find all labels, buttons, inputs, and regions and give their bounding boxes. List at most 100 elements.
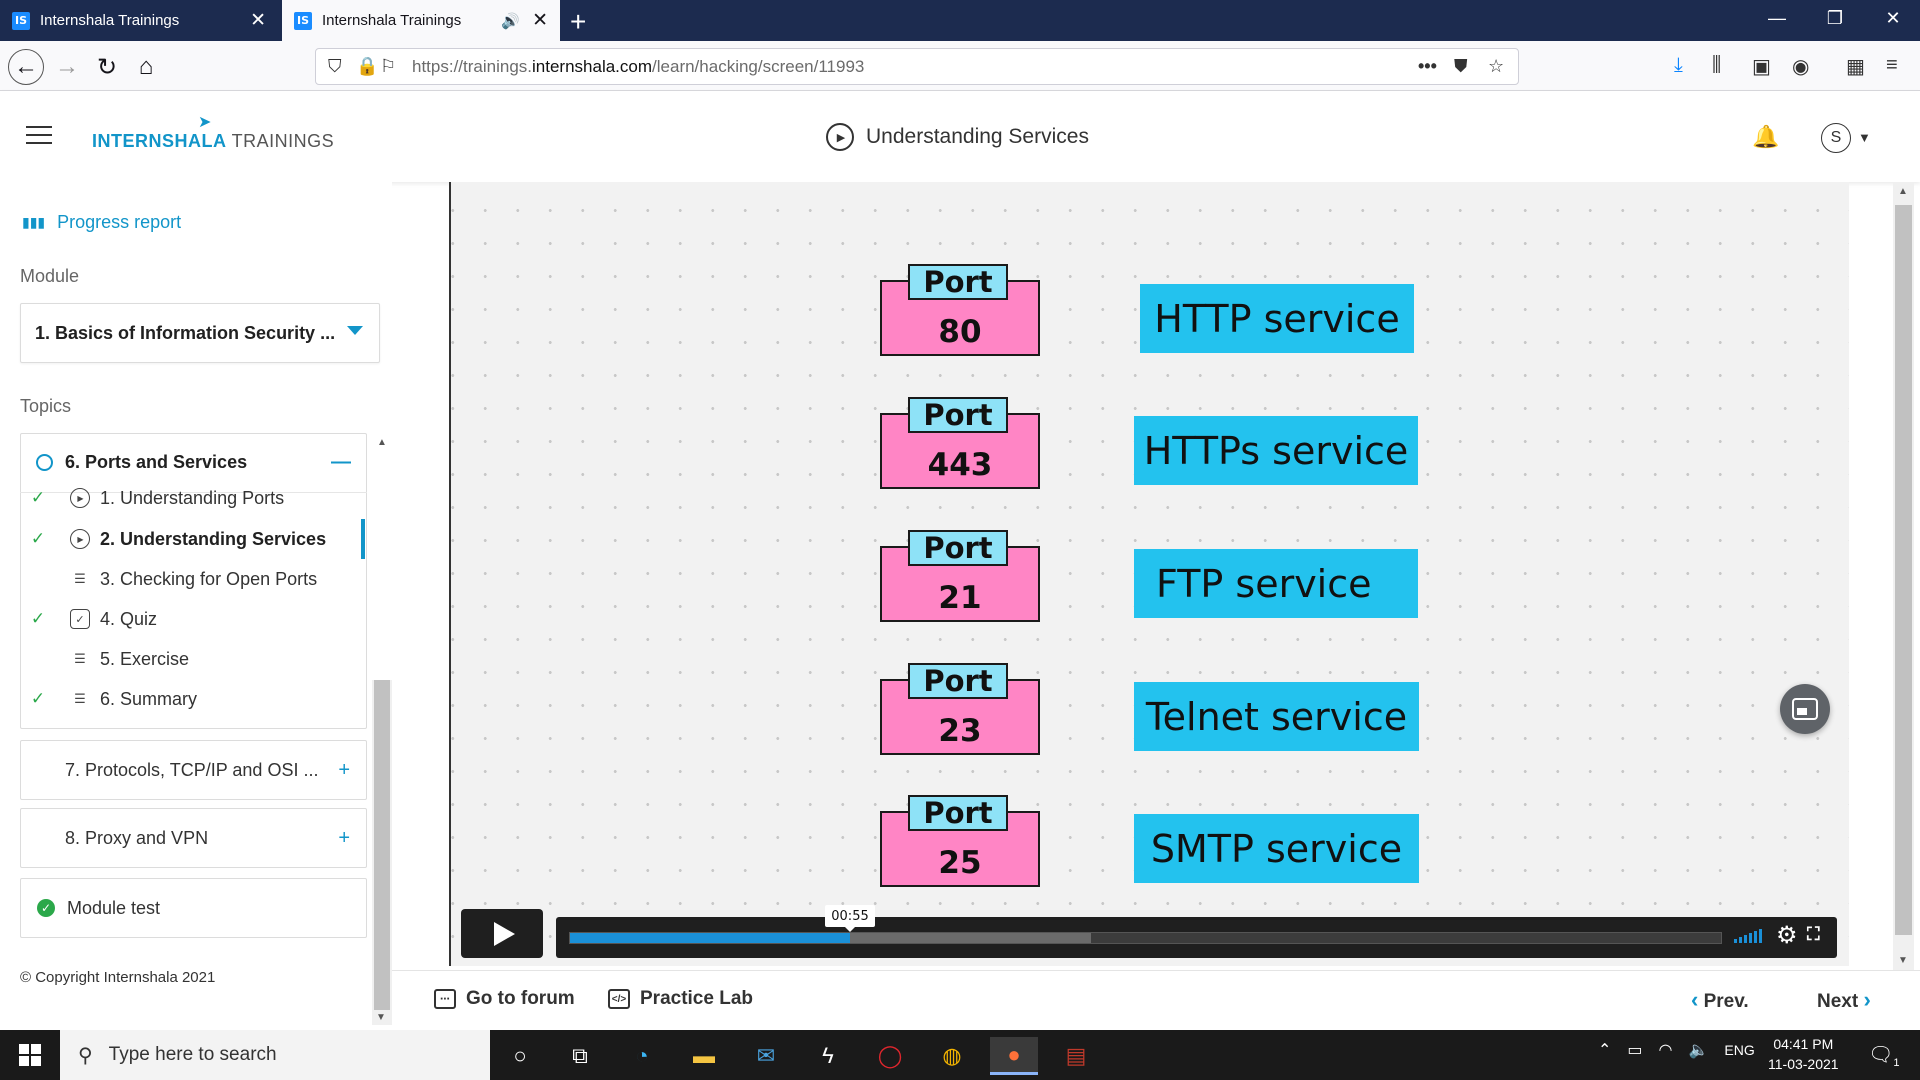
- sidebar-icon[interactable]: ▣: [1752, 56, 1771, 78]
- close-tab-icon[interactable]: ✕: [532, 10, 548, 31]
- lesson-title: ▶ Understanding Services: [826, 123, 1089, 151]
- lesson-label: 6. Summary: [100, 688, 198, 709]
- file-explorer-icon[interactable]: ▬: [693, 1043, 715, 1068]
- text-lesson-icon: ☰: [74, 571, 86, 586]
- fullscreen-icon[interactable]: ⛶: [1807, 924, 1820, 944]
- topic-header-ports-and-services[interactable]: 6. Ports and Services —: [20, 433, 367, 493]
- settings-gear-icon[interactable]: ⚙: [1776, 922, 1798, 949]
- practice-lab-button[interactable]: </> Practice Lab: [608, 988, 753, 1010]
- topic-item-proxy-vpn[interactable]: 8. Proxy and VPN +: [20, 808, 367, 868]
- page-actions-icon[interactable]: •••: [1418, 56, 1437, 76]
- notification-center-icon[interactable]: 🗨1: [1868, 1044, 1900, 1069]
- speaker-icon[interactable]: 🔊: [501, 12, 520, 30]
- seek-progress[interactable]: [570, 933, 850, 943]
- window-close-icon[interactable]: ✕: [1885, 8, 1901, 28]
- internshala-logo[interactable]: INTERNSHALA TRAININGS: [92, 131, 334, 152]
- service-box-ftp: FTP service: [1134, 549, 1418, 618]
- back-icon[interactable]: ←: [8, 49, 44, 85]
- expand-icon[interactable]: +: [338, 826, 350, 849]
- taskbar-search-box[interactable]: ⚲ Type here to search: [60, 1030, 490, 1080]
- language-indicator[interactable]: ENG: [1724, 1042, 1755, 1058]
- video-lesson-icon: ▶: [70, 488, 90, 508]
- picture-in-picture-button[interactable]: [1780, 684, 1830, 734]
- sidebar-scroll-thumb[interactable]: [374, 680, 390, 1010]
- scroll-up-icon[interactable]: ▲: [1898, 186, 1908, 197]
- new-tab-icon[interactable]: +: [570, 6, 587, 37]
- windows-start-button[interactable]: [0, 1030, 60, 1080]
- lesson-item-active[interactable]: ✓ ▶ 2. Understanding Services: [20, 519, 367, 559]
- lesson-item[interactable]: ✓ ✓ 4. Quiz: [20, 599, 367, 639]
- search-icon: ⚲: [78, 1044, 93, 1067]
- forward-icon[interactable]: →: [55, 53, 79, 80]
- port-box-80: Port 80: [880, 264, 1040, 356]
- bookmark-star-icon[interactable]: ☆: [1488, 56, 1505, 76]
- expand-icon[interactable]: +: [338, 758, 350, 781]
- browser-tab-2-active[interactable]: IS Internshala Trainings 🔊 ✕: [282, 0, 560, 41]
- lesson-item[interactable]: ☰ 3. Checking for Open Ports: [20, 559, 367, 599]
- chrome-icon[interactable]: ◍: [942, 1043, 962, 1068]
- chevron-up-icon[interactable]: ⌃: [1598, 1042, 1612, 1059]
- bell-icon[interactable]: 🔔: [1752, 124, 1780, 149]
- taskbar-clock[interactable]: 04:41 PM 11-03-2021: [1768, 1034, 1839, 1074]
- service-box-smtp: SMTP service: [1134, 814, 1419, 883]
- play-button[interactable]: [461, 909, 543, 958]
- extensions-icon[interactable]: ▦: [1846, 56, 1865, 78]
- task-view-icon[interactable]: ⧉: [572, 1043, 588, 1068]
- module-dropdown[interactable]: 1. Basics of Information Security ...: [20, 303, 380, 363]
- restore-icon[interactable]: ❐: [1826, 8, 1844, 28]
- reload-icon[interactable]: ↻: [96, 53, 118, 81]
- app-icon[interactable]: ϟ: [822, 1043, 834, 1068]
- close-tab-icon[interactable]: ✕: [250, 10, 266, 31]
- lesson-label: 5. Exercise: [100, 648, 190, 669]
- cortana-icon[interactable]: ○: [513, 1043, 527, 1068]
- port-label: Port: [908, 530, 1008, 566]
- avatar[interactable]: S: [1821, 123, 1851, 153]
- pocket-icon[interactable]: ⛊: [1454, 56, 1468, 76]
- browser-tab-1[interactable]: IS Internshala Trainings ✕: [0, 0, 278, 41]
- lesson-item[interactable]: ✓ ☰ 6. Summary: [20, 679, 367, 719]
- library-icon[interactable]: ⫼: [1712, 54, 1722, 76]
- volume-speaker-icon[interactable]: 🔈: [1688, 1042, 1709, 1059]
- lesson-title-text: Understanding Services: [866, 125, 1089, 148]
- lesson-item[interactable]: ✓ ▶ 1. Understanding Ports: [20, 478, 367, 518]
- topic-title: 6. Ports and Services: [65, 452, 248, 472]
- caret-down-icon[interactable]: ▼: [1858, 130, 1871, 145]
- account-icon[interactable]: ◉: [1792, 56, 1810, 78]
- port-label: Port: [908, 795, 1008, 831]
- edge-icon[interactable]: ◔: [635, 1043, 649, 1068]
- permissions-icon[interactable]: ⚐: [380, 56, 397, 76]
- next-button[interactable]: Next ›: [1817, 987, 1871, 1013]
- prev-button[interactable]: ‹ Prev.: [1691, 987, 1749, 1013]
- home-icon[interactable]: ⌂: [138, 53, 154, 80]
- scroll-down-icon[interactable]: ▼: [376, 1012, 386, 1023]
- text-lesson-icon: ☰: [74, 691, 86, 706]
- scroll-up-icon[interactable]: ▲: [377, 437, 387, 448]
- module-test-item[interactable]: ✓ Module test: [20, 878, 367, 938]
- mail-icon[interactable]: ✉: [756, 1043, 776, 1068]
- winrar-icon[interactable]: ▤: [1065, 1043, 1087, 1068]
- url-text[interactable]: https://trainings.internshala.com/learn/…: [412, 57, 864, 77]
- menu-icon[interactable]: ≡: [1886, 54, 1898, 76]
- url-bar[interactable]: ⛉ 🔒 ⚐ https://trainings.internshala.com/…: [315, 48, 1519, 85]
- progress-report-link[interactable]: ▮▮▮ Progress report: [22, 212, 181, 233]
- go-to-forum-button[interactable]: ⋯ Go to forum: [434, 988, 575, 1010]
- opera-icon[interactable]: ◯: [877, 1043, 903, 1068]
- topic-list-scrollbar[interactable]: ▲: [371, 433, 393, 729]
- lock-icon[interactable]: 🔒: [356, 56, 379, 76]
- lesson-item[interactable]: ☰ 5. Exercise: [20, 639, 367, 679]
- topic-item-protocols[interactable]: 7. Protocols, TCP/IP and OSI ... +: [20, 740, 367, 800]
- wifi-icon[interactable]: ◠: [1658, 1042, 1673, 1059]
- minimize-icon[interactable]: —: [1768, 8, 1786, 28]
- page-scroll-thumb[interactable]: [1895, 205, 1912, 935]
- downloads-icon[interactable]: ⤓: [1674, 54, 1683, 76]
- volume-icon[interactable]: [1734, 927, 1764, 943]
- play-icon: [493, 921, 515, 946]
- hamburger-menu-icon[interactable]: [26, 126, 52, 146]
- scroll-down-icon[interactable]: ▼: [1898, 955, 1908, 966]
- battery-icon[interactable]: ▭: [1627, 1042, 1643, 1059]
- text-lesson-icon: ☰: [74, 651, 86, 666]
- shield-icon[interactable]: ⛉: [328, 56, 342, 76]
- firefox-icon[interactable]: ●: [990, 1037, 1038, 1075]
- in-progress-ring-icon: [36, 454, 53, 471]
- collapse-icon[interactable]: —: [331, 451, 351, 473]
